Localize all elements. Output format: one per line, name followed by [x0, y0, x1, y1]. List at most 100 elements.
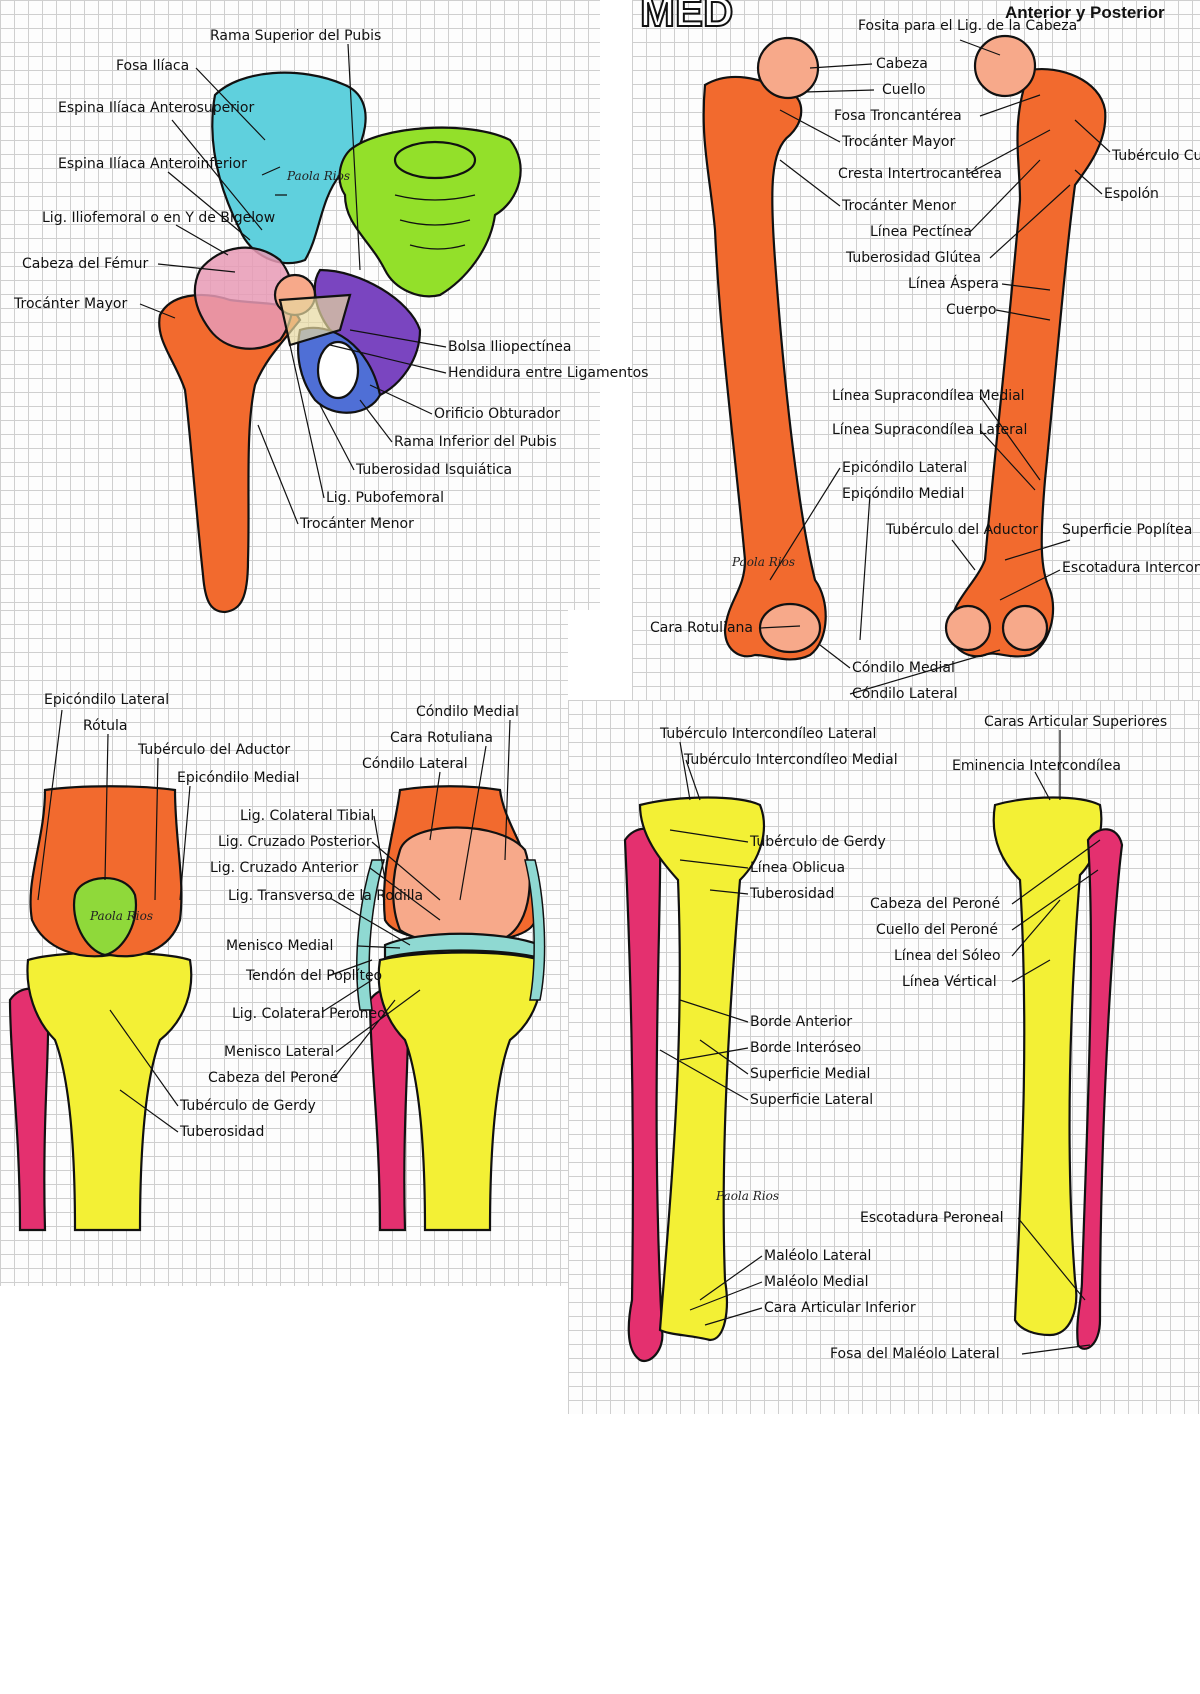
femur-label-head: Cabeza [876, 56, 928, 72]
tibia-label-inferior-articular: Cara Articular Inferior [764, 1300, 916, 1316]
femur-signature: Paola Rios [731, 555, 795, 569]
knee-anterior-tibia [26, 951, 193, 1232]
knee-label-fibular-head: Cabeza del Peroné [208, 1070, 338, 1086]
knee-label-medial-condyle: Cóndilo Medial [416, 704, 519, 720]
femur-label-fovea: Fosita para el Lig. de la Cabeza [858, 18, 1077, 34]
femur-anterior-bone [702, 75, 827, 661]
knee-label-lateral-meniscus: Menisco Lateral [224, 1044, 334, 1060]
knee-label-fibular-collateral: Lig. Colateral Peroneo [232, 1006, 386, 1022]
leg-anterior-tibia [638, 796, 765, 1342]
med-logo: MED [640, 0, 733, 35]
tibia-leader-lines [659, 730, 1101, 1355]
tibia-label-interosseous-border: Borde Interóseo [750, 1040, 861, 1056]
femur-label-patellar-surface: Cara Rotuliana [650, 620, 753, 636]
knee-label-acl: Lig. Cruzado Anterior [210, 860, 358, 876]
pubofemoral-ligament [278, 293, 352, 347]
hip-label-greater-trochanter: Trocánter Mayor [13, 296, 127, 312]
hip-label-lesser-trochanter: Trocánter Menor [299, 516, 414, 532]
knee-label-tibial-collateral: Lig. Colateral Tibial [240, 808, 374, 824]
hip-label-iliopectineal-bursa: Bolsa Iliopectínea [448, 339, 572, 355]
knee-label-medial-epicondyle: Epicóndilo Medial [177, 770, 299, 786]
tibia-label-medial-intercondylar: Tubérculo Intercondíleo Medial [683, 752, 898, 768]
knee-label-adductor-tubercle: Tubérculo del Aductor [137, 742, 290, 758]
knee-posterior-tibia [377, 951, 543, 1232]
knee-collateral-ligaments [356, 859, 546, 1011]
leg-anterior-fibula [623, 827, 664, 1363]
tibia-label-soleal-line: Línea del Sóleo [894, 948, 1001, 964]
hip-label-pubofemoral: Lig. Pubofemoral [326, 490, 444, 506]
knee-anterior-femur [29, 785, 183, 958]
femur-label-medial-epicondyle: Epicóndilo Medial [842, 486, 964, 502]
tibia-label-superior-articular: Caras Articular Superiores [984, 714, 1167, 730]
tibia-label-anterior-border: Borde Anterior [750, 1014, 852, 1030]
tibia-labels: Tubérculo Intercondíleo Lateral Tubércul… [659, 714, 1167, 1362]
femur-label-pectineal-line: Línea Pectínea [870, 224, 972, 240]
hip-label-iliofemoral: Lig. Iliofemoral o en Y de Bigelow [42, 210, 275, 226]
tibia-label-gerdy: Tubérculo de Gerdy [749, 834, 886, 850]
tibia-label-lateral-surface: Superficie Lateral [750, 1092, 873, 1108]
femur-label-intercondylar-notch: Escotadura Intercondílea [1062, 560, 1200, 576]
hip-label-ligament-gap: Hendidura entre Ligamentos [448, 365, 648, 381]
femur-posterior-medial-condyle [944, 604, 992, 652]
knee-label-patella: Rótula [83, 718, 128, 734]
femur-label-medial-supracondylar: Línea Supracondílea Medial [832, 388, 1025, 404]
hip-leader-lines [139, 43, 447, 525]
obturator-foramen [316, 340, 360, 400]
knee-label-popliteus: Tendón del Poplíteo [245, 968, 382, 984]
femur-label-trochanteric-fossa: Fosa Troncantérea [834, 108, 962, 124]
hip-label-superior-pubic-ramus: Rama Superior del Pubis [210, 28, 381, 44]
leg-signature: Paola Rios [715, 1189, 779, 1203]
femur-label-neck: Cuello [882, 82, 926, 98]
tibia-label-lateral-intercondylar: Tubérculo Intercondíleo Lateral [659, 726, 876, 742]
hip-label-asis: Espina Ilíaca Anterosuperior [58, 100, 254, 116]
tibia-label-intercondylar-eminence: Eminencia Intercondílea [952, 758, 1121, 774]
hip-label-inferior-pubic: Rama Inferior del Pubis [394, 434, 557, 450]
knee-label-lateral-epicondyle: Epicóndilo Lateral [44, 692, 169, 708]
leg-posterior [992, 796, 1124, 1350]
knee-label-transverse: Lig. Transverso de la Rodilla [228, 888, 423, 904]
femur-posterior [944, 34, 1107, 658]
femur-anterior-head [756, 36, 820, 100]
knee-label-lateral-condyle: Cóndilo Lateral [362, 756, 468, 772]
hip-labels: Rama Superior del Pubis Fosa Ilíaca Espi… [13, 28, 648, 532]
hip-signature-mark [261, 166, 287, 196]
knee-signature: Paola Rios [89, 909, 153, 923]
tibia-label-tuberosity: Tuberosidad [749, 886, 834, 902]
tibia-label-lateral-malleolus: Maléolo Lateral [764, 1248, 871, 1264]
femur-label-quadrate-tubercle: Tubérculo Cuadrado [1111, 148, 1200, 164]
femur-label-spur: Espolón [1104, 186, 1159, 202]
femur-labels: Fosita para el Lig. de la Cabeza Cabeza … [650, 18, 1200, 702]
hip-label-aiis: Espina Ilíaca Anteroinferior [58, 156, 247, 172]
knee-anterior [8, 785, 193, 1232]
sacral-promontory [393, 140, 477, 180]
femur-label-greater-trochanter: Trocánter Mayor [841, 134, 955, 150]
knee-leader-lines [37, 709, 511, 1133]
femur-anterior [702, 36, 827, 661]
hip-label-ischial-tuberosity: Tuberosidad Isquiática [355, 462, 512, 478]
knee-label-patellar-surface: Cara Rotuliana [390, 730, 493, 746]
hip-label-iliac-fossa: Fosa Ilíaca [116, 58, 189, 74]
hip-label-femoral-head: Cabeza del Fémur [22, 256, 148, 272]
hip-label-obturator: Orificio Obturador [434, 406, 560, 422]
femur-label-gluteal-tuberosity: Tuberosidad Glútea [845, 250, 981, 266]
femur-label-lateral-condyle: Cóndilo Lateral [852, 686, 958, 702]
knee-label-medial-meniscus: Menisco Medial [226, 938, 333, 954]
tibia-label-fibular-head: Cabeza del Peroné [870, 896, 1000, 912]
hip-signature: Paola Rios [286, 169, 350, 183]
knee-posterior-condyles [392, 826, 531, 945]
knee-anterior-patella [72, 877, 138, 957]
sacral-foramina [394, 194, 476, 250]
femur-leader-lines [759, 39, 1111, 695]
knee-label-gerdy: Tubérculo de Gerdy [179, 1098, 316, 1114]
femur-posterior-lateral-condyle [1001, 604, 1049, 652]
tibia-label-lateral-malleolus-fossa: Fosa del Maléolo Lateral [830, 1346, 1000, 1362]
femur-label-popliteal-surface: Superficie Poplítea [1062, 522, 1192, 538]
knee-label-tuberosity: Tuberosidad [179, 1124, 264, 1140]
sacrum [338, 126, 522, 298]
hip-illustration [158, 71, 522, 614]
femur-header: MED Anterior y Posterior [639, 0, 1165, 36]
iliofemoral-ligament [193, 246, 295, 350]
leg-anterior [623, 796, 765, 1363]
tibia-label-vertical-line: Línea Vértical [902, 974, 997, 990]
